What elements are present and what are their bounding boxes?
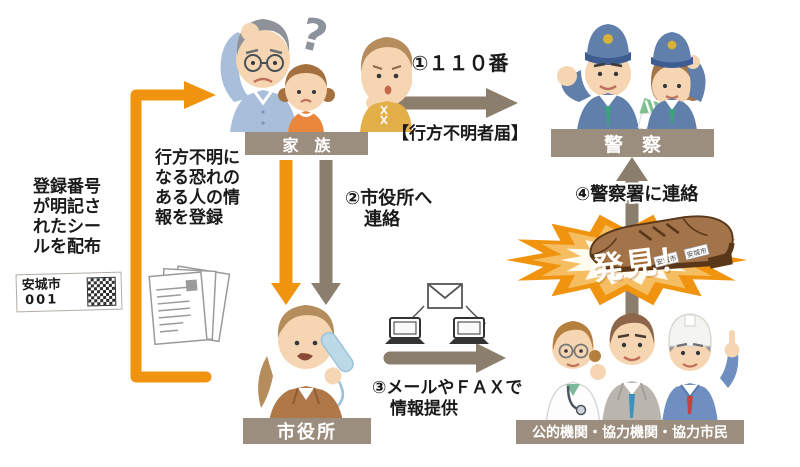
- arrow-contact-cityhall: [311, 160, 341, 305]
- step1-label: ①１１０番: [411, 51, 509, 75]
- arrow-sticker-loop: [130, 81, 216, 383]
- partners-banner: 公的機関・協力機関・協力市民: [516, 420, 744, 444]
- step1-sublabel: 【行方不明者届】: [392, 124, 528, 144]
- step2-label: ②市役所へ 連絡: [345, 188, 433, 230]
- mail-fax-icons: [385, 283, 489, 344]
- stethoscope-icon: [566, 385, 587, 416]
- family-illustration: ?: [220, 8, 412, 132]
- police-banner: 警 察: [551, 129, 714, 157]
- arrow-110-to-police: [395, 88, 518, 118]
- arrow-register-down: [271, 160, 301, 305]
- partners-illustration: [545, 313, 740, 424]
- envelope-icon: [427, 283, 463, 309]
- police-illustration: [557, 24, 706, 130]
- laptop-icon: [449, 317, 489, 344]
- sticker-city: 安城市: [21, 277, 62, 294]
- city-hall-banner: 市役所: [243, 418, 371, 444]
- city-hall-staff-illustration: [258, 305, 354, 422]
- sticker-number: 001: [24, 292, 59, 309]
- register-note: 行方不明に なる恐れの ある人の情 報を登録: [155, 148, 240, 228]
- shoe-tag: 安城市: [683, 243, 710, 261]
- helmet-icon: [668, 313, 712, 347]
- glasses-icon: [244, 54, 284, 72]
- documents-illustration: [148, 265, 231, 346]
- family-banner: 家 族: [245, 132, 368, 155]
- qr-code-icon: [86, 276, 117, 307]
- step3-label: ③メールやＦＡＸで 情報提供: [372, 378, 523, 419]
- registration-sticker: 安城市 001: [15, 271, 123, 313]
- step4-label: ④警察署に連絡: [575, 184, 699, 205]
- found-shoe-illustration: 安城市 安城市: [589, 215, 735, 273]
- laptop-icon: [385, 317, 425, 344]
- distribute-note: 登録番号 が明記さ れたシー ルを配布: [33, 177, 101, 257]
- document-front: [148, 271, 208, 346]
- question-mark: ?: [295, 8, 332, 64]
- shoe-tag: 安城市: [652, 251, 680, 269]
- arrow-mail-fax: [383, 343, 506, 373]
